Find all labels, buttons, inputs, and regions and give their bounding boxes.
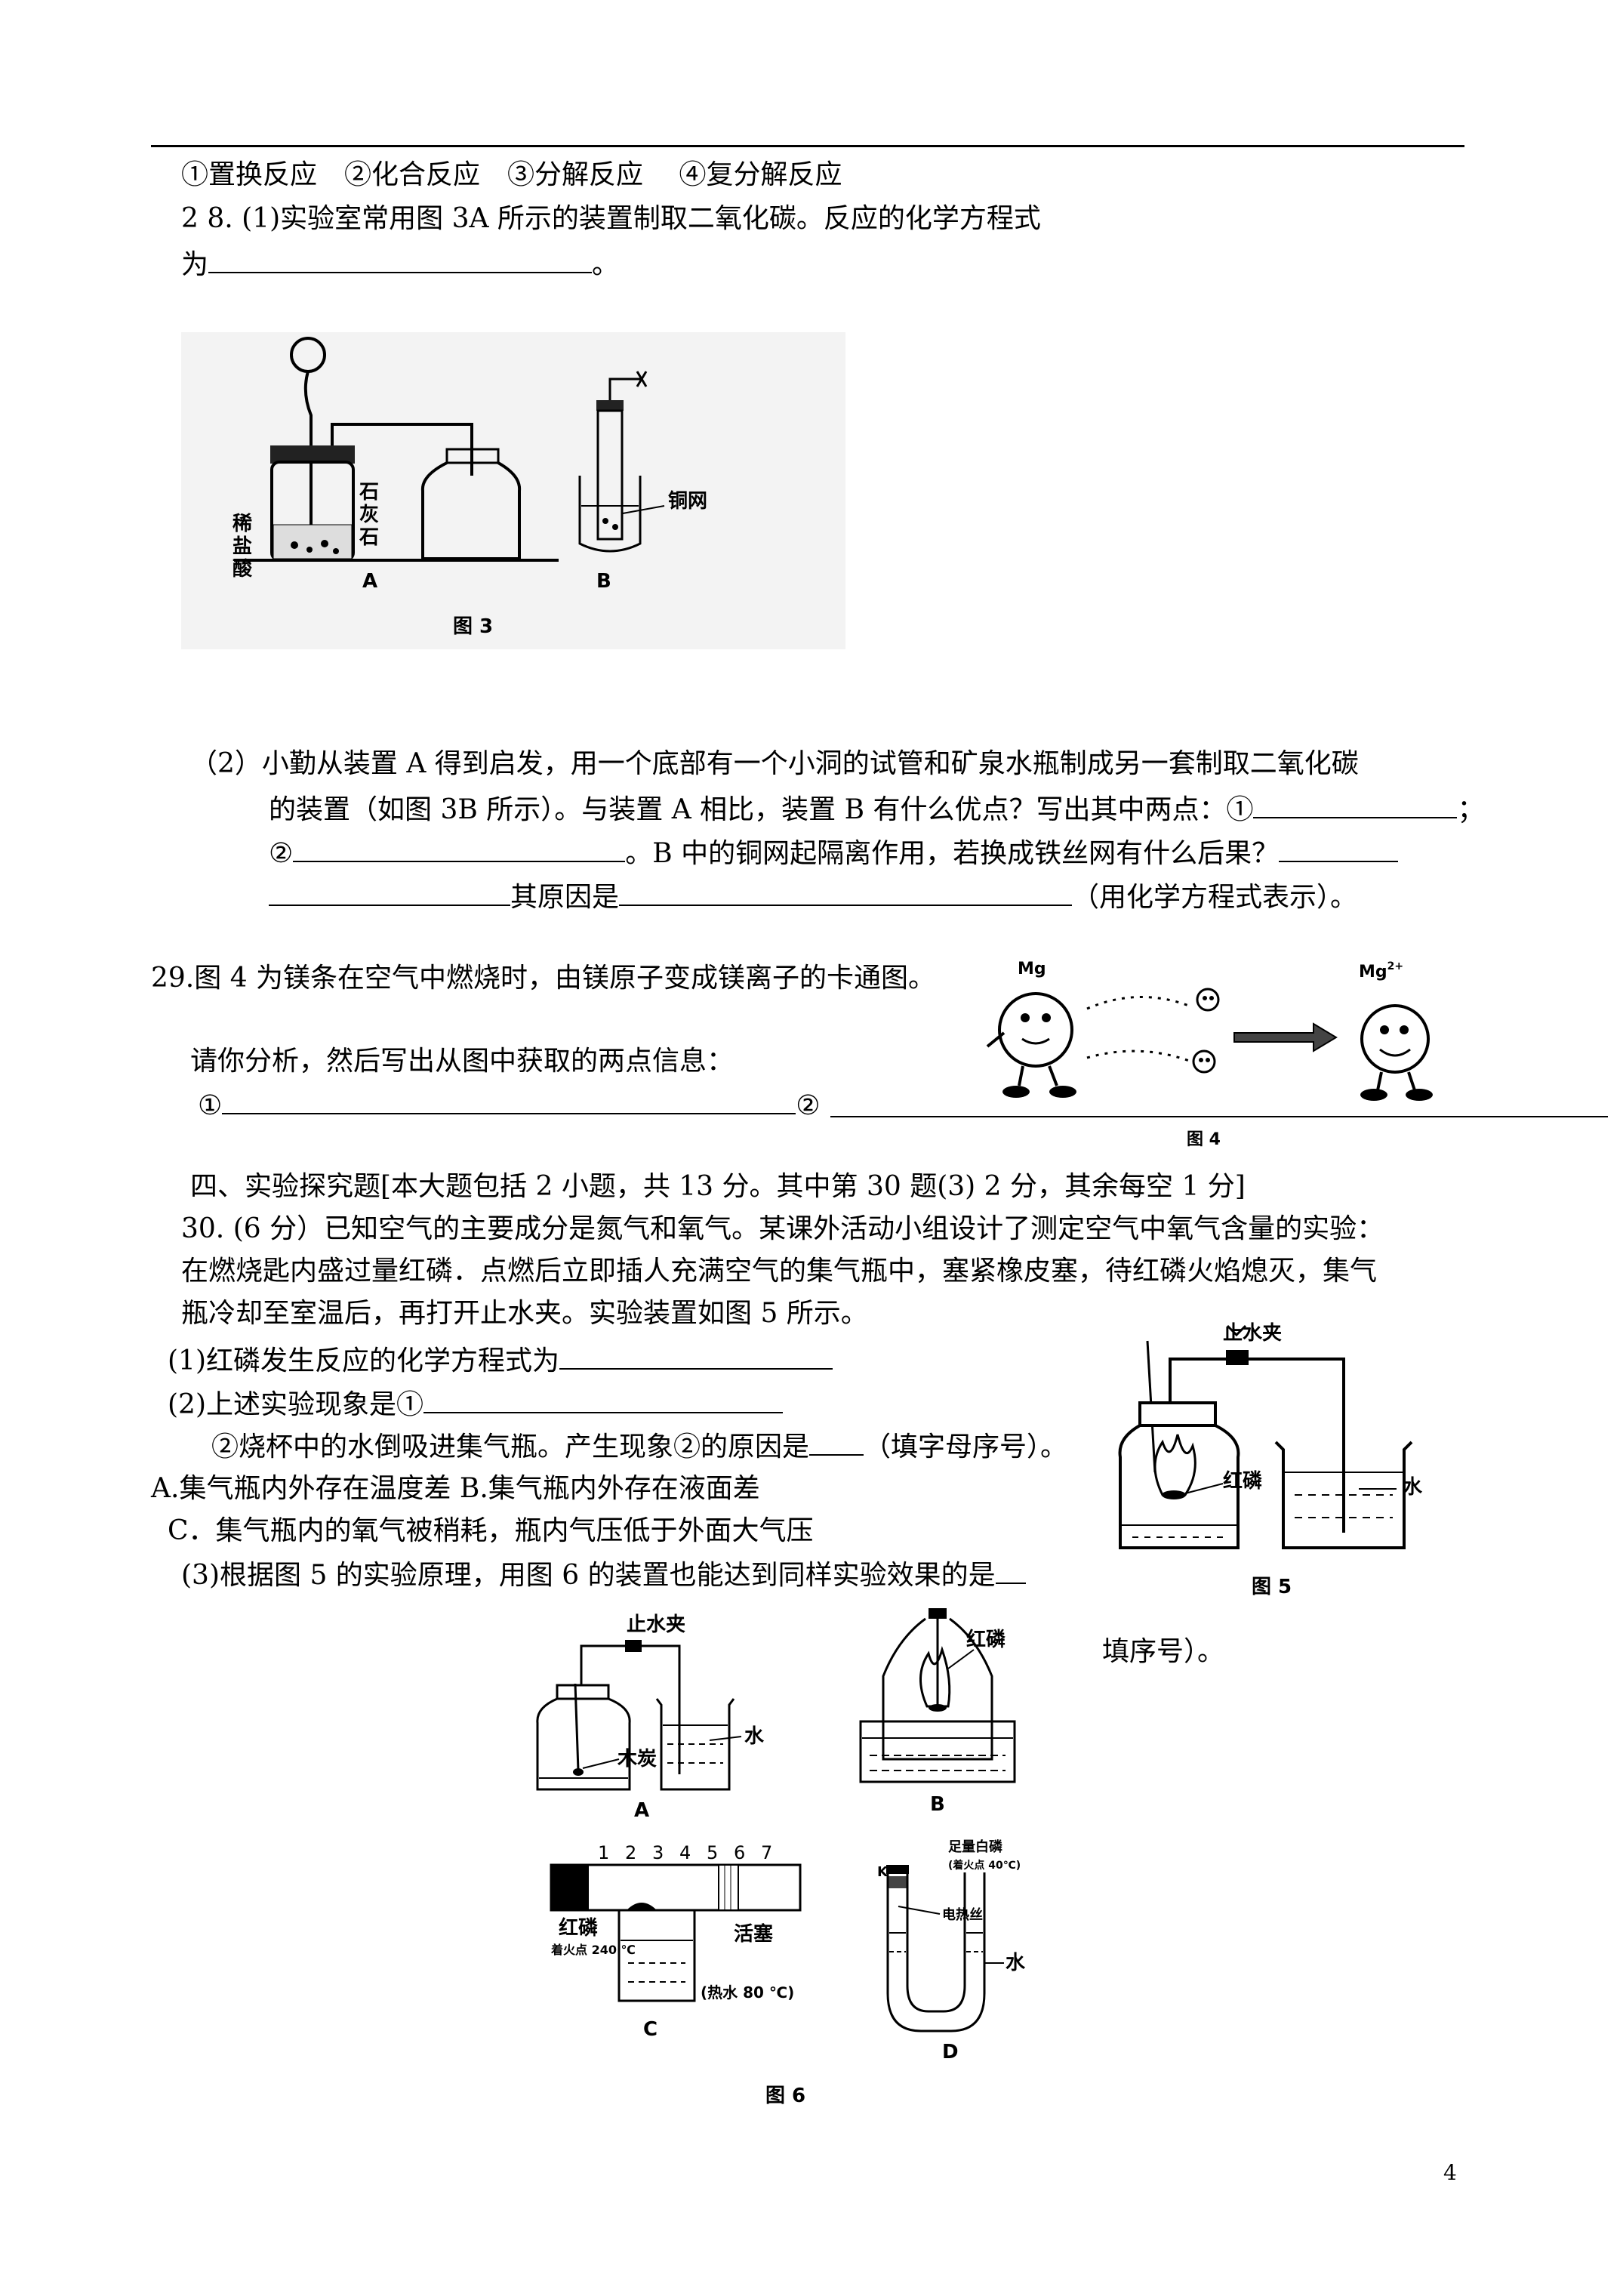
q28-part2-line3: ② 。B 中的铜网起隔离作用，若换成铁丝网有什么后果？ [269,835,1399,871]
q28-part1-line2: 为。 [181,246,619,282]
q30-sub2: (2)上述实验现象是① [168,1386,783,1422]
fig3-label-b: B [596,570,611,593]
fig6-b-phosphorus-label: 红磷 [966,1628,1006,1651]
q28-advantage2-blank[interactable] [293,835,626,862]
q30-phenomenon-blank[interactable] [423,1386,783,1413]
fig6-d-ignition-label: (着火点 40℃) [948,1859,1021,1872]
q28-part2-line2: 的装置（如图 3B 所示）。与装置 A 相比，装置 B 有什么优点？写出其中两点… [269,791,1485,827]
fig6-d-white-label: 足量白磷 [948,1838,1003,1855]
page-number: 4 [1443,2160,1457,2185]
fig5-caption: 图 5 [1252,1576,1292,1598]
fig6-c-scale-number: 7 [761,1842,772,1863]
q28-part1-line1: 2 8. (1)实验室常用图 3A 所示的装置制取二氧化碳。反应的化学方程式 [181,203,1041,234]
fig6-a-charcoal-label: 木炭 [617,1748,657,1771]
q30-sub2-text: (2)上述实验现象是① [168,1389,423,1420]
fig6-d-water-label: 水 [1006,1952,1026,1974]
fig3-stone-1: 石 [359,481,379,504]
fig4-mg-ion-symbol: Mg [1359,963,1387,982]
q29-mark1: ① [198,1090,223,1121]
fig6-caption: 图 6 [765,2085,805,2106]
fig6-c-piston-label: 活塞 [734,1922,773,1946]
q30-intro-line3: 瓶冷却至室温后，再打开止水夹。实验装置如图 5 所示。 [181,1298,868,1329]
q30-sub3: (3)根据图 5 的实验原理，用图 6 的装置也能达到同样实验效果的是 [181,1557,1026,1592]
q28-consequence-blank[interactable] [1279,835,1399,862]
q30-sub3-text: (3)根据图 5 的实验原理，用图 6 的装置也能达到同样实验效果的是 [181,1560,996,1591]
q30-sub2b-text: ②烧杯中的水倒吸进集气瓶。产生现象②的原因是 [211,1432,810,1462]
q30-sub2b: ②烧杯中的水倒吸进集气瓶。产生现象②的原因是 （填字母序号）。 [211,1428,1067,1464]
q29-line2: 请你分析，然后写出从图中获取的两点信息： [190,1046,735,1077]
q28-equation-blank[interactable] [208,246,593,273]
q30-option-ab: A.集气瓶内外存在温度差 B.集气瓶内外存在液面差 [151,1473,760,1504]
figure-5: 止水夹 红磷 水 图 5 [1110,1314,1464,1616]
section4-heading: 四、实验探究题[本大题包括 2 小题，共 13 分。其中第 30 题(3) 2 … [190,1171,1246,1202]
q30-sub1-text: (1)红磷发生反应的化学方程式为 [168,1345,559,1376]
fig3-caption: 图 3 [453,615,493,638]
q28-part2-line3-mark: ② [269,838,294,869]
figure-3: 稀 盐 酸 石 灰 石 铜网 A B 图 3 [181,332,845,649]
fig6-c-scale-number: 5 [707,1842,718,1863]
q28-part1-prefix: 为 [181,249,209,280]
fig6-c-scale-number: 4 [679,1842,691,1863]
q28-part2-line2-end: ； [1457,794,1485,825]
fig3-stone-3: 石 [359,526,379,549]
fig5-clamp-label: 止水夹 [1223,1322,1282,1345]
fig6-c-scale-number: 2 [625,1842,636,1863]
q28-part2-line3-text: 。B 中的铜网起隔离作用，若换成铁丝网有什么后果？ [625,838,1280,869]
header-rule [151,145,1464,147]
fig6-c-ignition-label: 着火点 240 ℃ [550,1943,636,1957]
q28-consequence-blank-2[interactable] [269,879,510,906]
fig5-water-label: 水 [1403,1476,1423,1499]
q27-options: ①置换反应 ②化合反应 ③分解反应 ④复分解反应 [181,159,842,190]
fig6-c-hotwater-label: (热水 80 ℃) [701,1983,794,2002]
fig6-c-scale-number: 3 [652,1842,664,1863]
q30-choice-blank[interactable] [995,1557,1026,1584]
q30-reason-blank[interactable] [809,1428,864,1456]
q29-info1-blank[interactable] [222,1087,796,1114]
fig3-stone-2: 灰 [359,504,379,526]
fig5-phosphorus-label: 红磷 [1223,1469,1262,1493]
q29-info2-line[interactable] [830,1116,1608,1117]
q28-part2-line4: 其原因是 （用化学方程式表示）。 [269,879,1357,914]
fig6-label-a: A [634,1799,649,1822]
fig6-d-k-label: K [877,1864,888,1880]
q30-option-c: C．集气瓶内的氧气被稍耗，瓶内气压低于外面大气压 [168,1515,814,1546]
q28-reason-equation-blank[interactable] [619,879,1073,906]
figure-4: Mg Mg2+ 图 4 [981,948,1464,1152]
fig6-c-scale-number: 6 [734,1842,745,1863]
fig6-d-wire-label: 电热丝 [942,1906,983,1923]
fig3-acid-2: 盐 [233,535,252,558]
fig6-c-scale-number: 1 [598,1842,609,1863]
q28-part1-suffix: 。 [592,249,620,280]
fig4-mg-ion-charge: 2+ [1387,960,1403,972]
q29-mark2: ② [796,1090,821,1121]
fig4-mg-label: Mg [1018,960,1046,978]
q30-sub1: (1)红磷发生反应的化学方程式为 [168,1342,833,1378]
fig3-acid-1: 稀 [233,513,252,535]
fig6-c-phosphorus-label: 红磷 [559,1916,598,1940]
q28-advantage1-blank[interactable] [1253,791,1458,818]
fig4-caption: 图 4 [1187,1130,1221,1149]
q30-sub3-end: 填序号）。 [1102,1636,1225,1667]
q30-intro-line2: 在燃烧匙内盛过量红磷．点燃后立即插人充满空气的集气瓶中，塞紧橡皮塞，待红磷火焰熄… [181,1256,1378,1287]
q28-part2-line1: （2）小勤从装置 A 得到启发，用一个底部有一个小洞的试管和矿泉水瓶制成另一套制… [190,748,1359,779]
fig3-label-a: A [362,570,377,593]
fig6-a-water-label: 水 [744,1725,765,1748]
fig3-copper-label: 铜网 [668,490,707,513]
fig6-a-clamp-label: 止水夹 [627,1613,685,1636]
fig6-label-b: B [930,1793,945,1816]
fig4-mg-ion-label: Mg2+ [1359,960,1403,982]
q30-intro-line1: 30. (6 分）已知空气的主要成分是氮气和氧气。某课外活动小组设计了测定空气中… [181,1213,1384,1244]
q28-part2-line4-end: （用化学方程式表示）。 [1072,882,1358,913]
q28-part2-line4-text: 其原因是 [510,882,620,913]
q30-sub2b-end: （填字母序号）。 [864,1432,1068,1462]
fig3-acid-3: 酸 [233,558,253,581]
fig6-label-d: D [942,2041,959,2063]
q30-equation-blank[interactable] [559,1342,833,1370]
q29-line1: 29.图 4 为镁条在空气中燃烧时，由镁原子变成镁离子的卡通图。 [151,963,936,994]
q28-part2-line2-text: 的装置（如图 3B 所示）。与装置 A 相比，装置 B 有什么优点？写出其中两点… [269,794,1254,825]
fig6-label-c: C [643,2018,658,2041]
